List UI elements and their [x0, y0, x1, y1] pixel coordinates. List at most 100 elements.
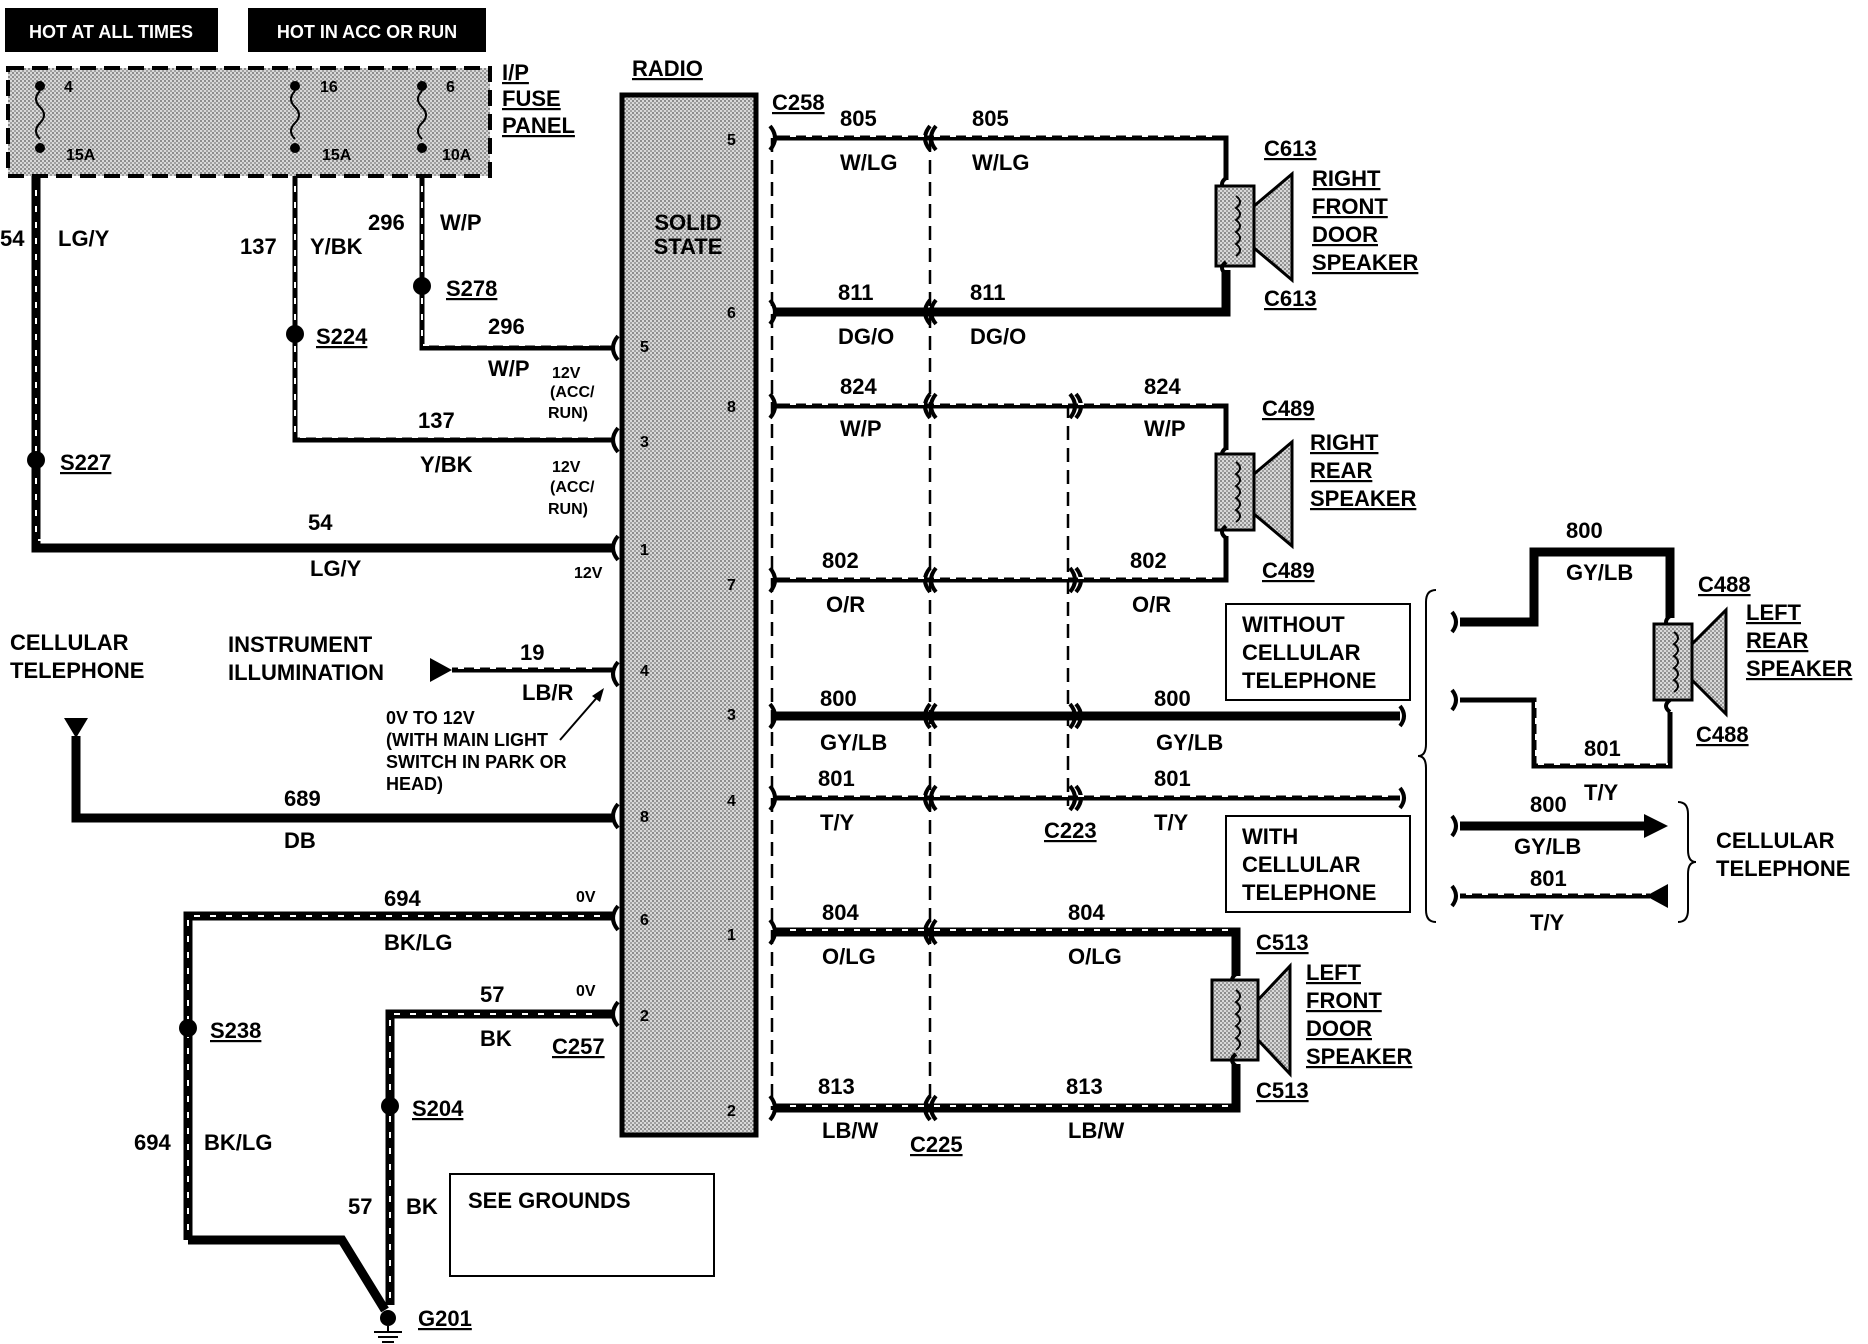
svg-text:C513: C513	[1256, 930, 1309, 955]
wire-689: 689 DB	[64, 718, 612, 853]
pin1-voltage: 12V	[574, 565, 603, 582]
radio-right-connector-arcs	[768, 124, 777, 1122]
svg-text:HOT IN ACC OR RUN: HOT IN ACC OR RUN	[277, 22, 457, 42]
svg-text:296: 296	[488, 314, 525, 339]
svg-text:C489: C489	[1262, 396, 1315, 421]
svg-text:WITH: WITH	[1242, 824, 1298, 849]
svg-text:O/R: O/R	[826, 592, 865, 617]
svg-text:LG/Y: LG/Y	[58, 226, 110, 251]
svg-text:4: 4	[727, 793, 736, 810]
svg-text:W/P: W/P	[440, 210, 482, 235]
svg-text:1: 1	[727, 927, 736, 944]
svg-text:W/LG: W/LG	[840, 150, 897, 175]
svg-text:DOOR: DOOR	[1306, 1016, 1372, 1041]
fuse-4: 4 15A	[35, 79, 96, 164]
wire-824: 824 W/P 824 W/P	[776, 374, 1229, 450]
svg-text:C489: C489	[1262, 558, 1315, 583]
wire-805: 805 W/LG 805 W/LG	[776, 106, 1229, 180]
cellular-telephone-label: CELLULAR	[10, 630, 129, 655]
svg-text:LB/W: LB/W	[1068, 1118, 1124, 1143]
radio-right-pins: 5 6 8 7 3 4 1 2	[727, 132, 736, 1120]
with-cellular-telephone-box: WITH CELLULAR TELEPHONE	[1225, 815, 1411, 913]
svg-text:T/Y: T/Y	[1584, 780, 1619, 805]
svg-text:10A: 10A	[442, 147, 472, 164]
illumination-note: 0V TO 12V (WITH MAIN LIGHT SWITCH IN PAR…	[386, 688, 604, 794]
svg-text:800: 800	[1154, 686, 1191, 711]
svg-text:T/Y: T/Y	[1154, 810, 1189, 835]
svg-text:801: 801	[818, 766, 855, 791]
svg-text:S278: S278	[446, 276, 497, 301]
svg-text:137: 137	[418, 408, 455, 433]
svg-text:54: 54	[0, 226, 25, 251]
connector-c225-label: C225	[910, 1132, 963, 1157]
wire-800: 800 GY/LB 800 GY/LB	[776, 686, 1406, 755]
svg-text:800: 800	[820, 686, 857, 711]
svg-text:LEFT: LEFT	[1746, 600, 1802, 625]
svg-text:C258: C258	[772, 90, 825, 115]
svg-text:54: 54	[308, 510, 333, 535]
svg-text:O/R: O/R	[1132, 592, 1171, 617]
wire-54: 54 LG/Y 54 LG/Y	[0, 176, 612, 581]
svg-text:824: 824	[1144, 374, 1181, 399]
wire-694: 694 BK/LG 694 BK/LG 0V	[134, 886, 612, 1313]
svg-text:C513: C513	[1256, 1078, 1309, 1103]
svg-text:DB: DB	[284, 828, 316, 853]
svg-text:2: 2	[640, 1008, 649, 1025]
svg-text:GY/LB: GY/LB	[1156, 730, 1223, 755]
cellular-telephone-input-801: 801 T/Y	[1450, 866, 1668, 935]
wire-813: 813 LB/W 813 LB/W	[776, 1064, 1241, 1143]
svg-text:811: 811	[838, 280, 874, 305]
ground-icon: G201	[374, 1306, 472, 1343]
svg-text:SPEAKER: SPEAKER	[1310, 486, 1416, 511]
option-brace	[1417, 589, 1437, 923]
illumination-label: ILLUMINATION	[228, 660, 384, 685]
hot-in-acc-or-run-box: HOT IN ACC OR RUN	[248, 8, 486, 52]
svg-text:Y/BK: Y/BK	[420, 452, 473, 477]
svg-text:LB/W: LB/W	[822, 1118, 878, 1143]
svg-text:6: 6	[727, 305, 736, 322]
svg-text:DG/O: DG/O	[838, 324, 894, 349]
without-cellular-telephone-box: WITHOUT CELLULAR TELEPHONE	[1225, 603, 1411, 701]
svg-text:HEAD): HEAD)	[386, 774, 443, 794]
see-grounds-box: SEE GROUNDS	[449, 1173, 715, 1277]
svg-text:S238: S238	[210, 1018, 261, 1043]
svg-text:LB/R: LB/R	[522, 680, 573, 705]
instrument-label: INSTRUMENT	[228, 632, 373, 657]
svg-text:8: 8	[640, 809, 649, 826]
svg-text:802: 802	[1130, 548, 1167, 573]
cellular-telephone-label-2: TELEPHONE	[10, 658, 144, 683]
right-front-door-speaker: C613 C613 RIGHT FRONT DOOR SPEAKER	[1214, 136, 1418, 311]
svg-text:3: 3	[640, 434, 649, 451]
svg-text:137: 137	[240, 234, 277, 259]
svg-text:805: 805	[972, 106, 1009, 131]
connector-c223-label: C223	[1044, 818, 1097, 843]
svg-text:801: 801	[1154, 766, 1191, 791]
svg-text:813: 813	[1066, 1074, 1103, 1099]
wire-57: 57 BK 57 BK 0V	[348, 982, 612, 1305]
svg-text:(WITH MAIN LIGHT: (WITH MAIN LIGHT	[386, 730, 548, 750]
fuse-panel-label-panel: PANEL	[502, 113, 575, 138]
wire-811: 811 DG/O 811 DG/O	[776, 270, 1231, 349]
wire-137: 137 Y/BK 137 Y/BK	[240, 176, 612, 477]
svg-text:15A: 15A	[66, 147, 96, 164]
svg-text:FRONT: FRONT	[1312, 194, 1388, 219]
svg-text:57: 57	[348, 1194, 372, 1219]
svg-text:804: 804	[822, 900, 859, 925]
svg-text:GY/LB: GY/LB	[1566, 560, 1633, 585]
pin3-note: 12V (ACC/ RUN)	[548, 459, 595, 518]
mid-connector-arcs	[923, 124, 1083, 1122]
wire-804: 804 O/LG 804 O/LG	[776, 900, 1241, 976]
splice-s238: S238	[179, 1018, 261, 1043]
radio-title: RADIO	[632, 56, 703, 81]
fuse-panel-label-ip: I/P	[502, 60, 529, 85]
svg-text:694: 694	[134, 1130, 171, 1155]
left-front-door-speaker: C513 C513 LEFT FRONT DOOR SPEAKER	[1210, 930, 1412, 1103]
cellular-brace	[1677, 801, 1697, 923]
svg-text:Y/BK: Y/BK	[310, 234, 363, 259]
svg-text:SPEAKER: SPEAKER	[1306, 1044, 1412, 1069]
svg-text:694: 694	[384, 886, 421, 911]
radio-state-label: STATE	[654, 234, 723, 259]
svg-text:O/LG: O/LG	[1068, 944, 1122, 969]
svg-text:6: 6	[640, 912, 649, 929]
svg-text:4: 4	[64, 79, 73, 96]
